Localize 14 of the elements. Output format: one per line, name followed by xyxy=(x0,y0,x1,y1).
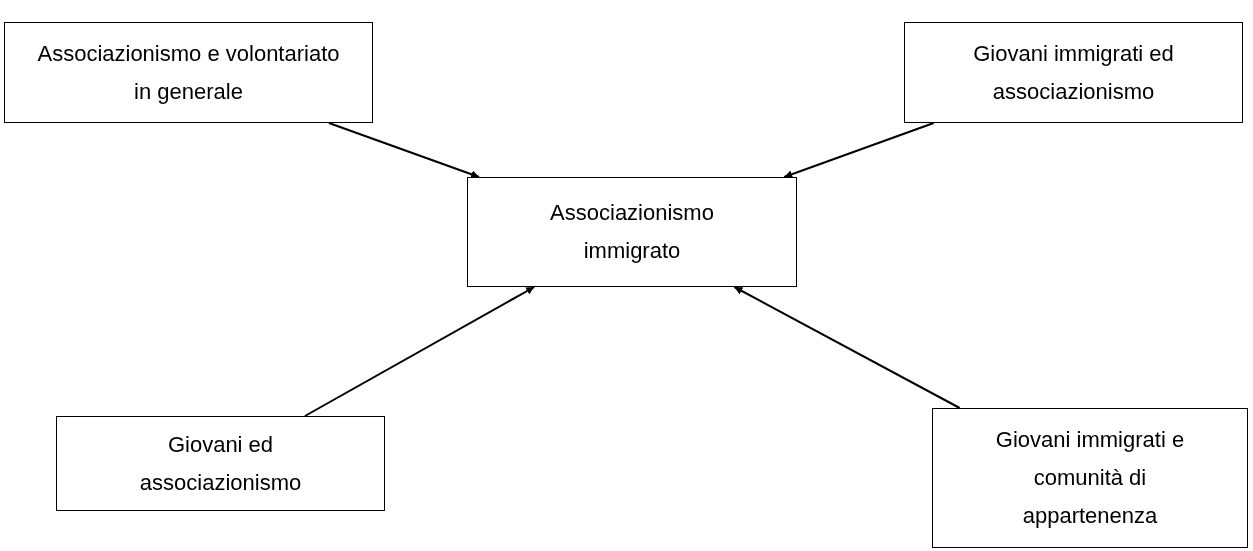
arrow xyxy=(303,286,536,417)
arrow xyxy=(733,286,961,409)
text-box xyxy=(932,408,1248,548)
text-box xyxy=(904,22,1243,123)
text-box xyxy=(467,177,797,287)
text-box xyxy=(56,416,385,511)
box-label: Associazionismo e volontariato in generale xyxy=(36,39,341,106)
box-label: Associazionismo immigrato xyxy=(549,199,715,265)
box-label: Giovani immigrati e comunità di appartenenza xyxy=(994,426,1186,530)
arrow xyxy=(783,122,935,179)
text-box xyxy=(4,22,373,123)
box-label: Giovani immigrati ed associazionismo xyxy=(972,39,1175,106)
box-label: Giovani ed associazionismo xyxy=(138,430,303,497)
arrow xyxy=(327,122,481,179)
